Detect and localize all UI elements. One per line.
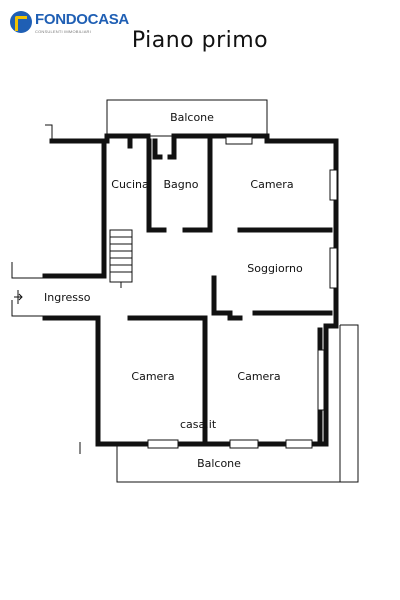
fondocasa-logo-icon	[10, 11, 32, 33]
entrance-door	[14, 290, 23, 304]
windows	[147, 136, 338, 449]
window-camera-1-top	[225, 136, 253, 145]
window-camera-2	[147, 439, 179, 449]
balcony-bottom-outline	[116, 324, 359, 483]
window-camera-1	[329, 169, 338, 201]
room-label-balcone-top: Balcone	[170, 111, 214, 124]
room-label-camera-1: Camera	[250, 178, 293, 191]
room-label-soggiorno: Soggiorno	[247, 262, 303, 275]
window-soggiorno	[329, 247, 338, 289]
room-label-ingresso: Ingresso	[44, 291, 91, 304]
walls	[42, 133, 339, 447]
room-label-bagno: Bagno	[164, 178, 199, 191]
exterior-line	[11, 262, 45, 279]
brand-tagline: CONSULENTI IMMOBILIARI	[35, 29, 91, 34]
room-label-camera-2: Camera	[131, 370, 174, 383]
page-title: Piano primo	[131, 28, 269, 53]
window-camera-3-side	[317, 349, 325, 411]
room-label-cucina: Cucina	[111, 178, 148, 191]
room-label-camera-3: Camera	[237, 370, 280, 383]
window-camera-3	[229, 439, 259, 449]
fondocasa-logo: FONDOCASA CONSULENTI IMMOBILIARI	[8, 8, 129, 42]
stairs	[109, 229, 133, 288]
brand-name: FONDOCASA	[35, 11, 129, 28]
watermark-text: casa.it	[180, 418, 217, 431]
exterior-line	[45, 124, 53, 140]
room-label-balcone-bottom: Balcone	[197, 457, 241, 470]
window-camera-3-b	[285, 439, 313, 449]
